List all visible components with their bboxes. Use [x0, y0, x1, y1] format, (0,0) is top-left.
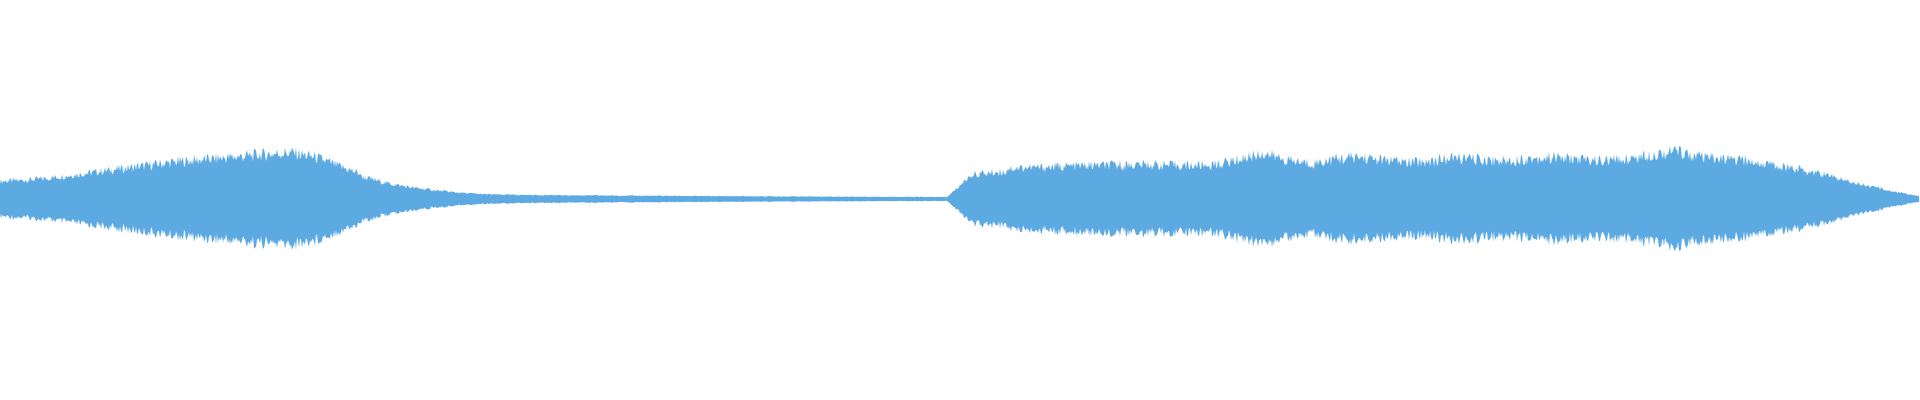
waveform-shape — [0, 145, 1919, 252]
segment-onset-marker — [1007, 175, 1009, 223]
